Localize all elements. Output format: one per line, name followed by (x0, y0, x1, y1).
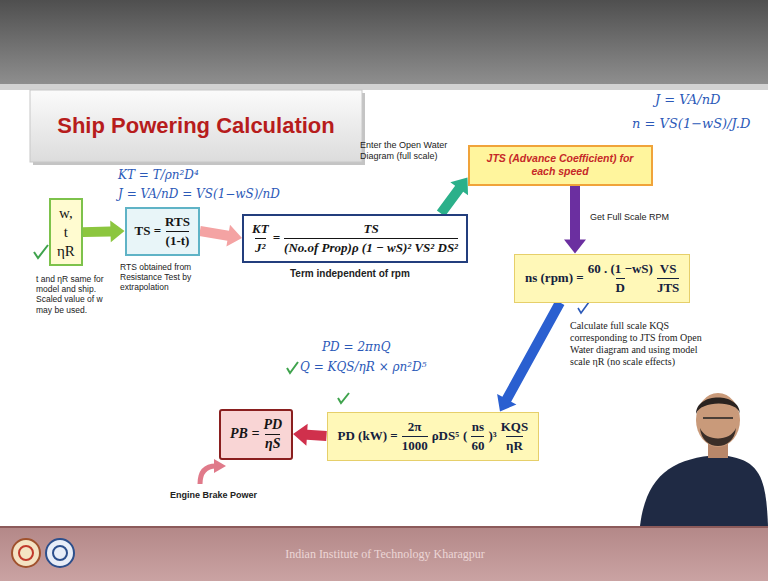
arrow-label: Calculate full scale KQS corresponding t… (570, 320, 705, 368)
node-text: PD (263, 417, 282, 434)
box-caption: Engine Brake Power (170, 490, 257, 500)
formula-box: TS =RTS(1-t) (125, 207, 200, 256)
formula-row: PB =PDηS (230, 417, 282, 452)
fraction: KQSηR (501, 419, 528, 454)
check-mark (578, 302, 589, 313)
fraction: PDηS (263, 417, 282, 452)
handwritten-note: n = VS(1−wS)/J.D (632, 116, 750, 131)
slide-title: Ship Powering Calculation (30, 90, 362, 162)
handwritten-note: J = VA/nD (655, 92, 720, 107)
node-text: ηS (265, 434, 280, 452)
input-box: w, t ηR (49, 198, 83, 266)
node-text: JTS (657, 278, 679, 296)
arrow-label: Enter the Open Water Diagram (full scale… (360, 140, 460, 163)
presenter-shirt (640, 455, 768, 526)
check-mark (34, 245, 48, 258)
handwritten-note: PD = 2πnQ (322, 340, 390, 354)
node-text: PB = (230, 426, 259, 442)
handwritten-note: J = VA/nD = VS(1−wS)/nD (118, 187, 280, 201)
formula-row: ns (rpm) =60 . (1 −wS)DVSJTS (525, 261, 679, 296)
node-text: 2π (408, 419, 422, 436)
formula-row: KTJ²=TS(No.of Prop)ρ (1 − wS)² VS² DS² (252, 221, 458, 256)
flow-arrow (293, 424, 327, 446)
node-text: TS (363, 221, 378, 238)
node-text: ηR (506, 436, 523, 454)
node-text: J² (255, 238, 265, 256)
formula-box: ns (rpm) =60 . (1 −wS)DVSJTS (514, 254, 690, 303)
flow-arrow (83, 220, 125, 242)
check-mark (287, 362, 298, 373)
fraction: RTS(1-t) (165, 214, 190, 249)
institute-logo (46, 539, 74, 567)
node-text: 60 . (1 −wS) (588, 261, 653, 278)
formula-row: PD (kW) =2π1000ρDS⁵(ns60)³KQSηR (338, 419, 529, 454)
logo-ring (53, 546, 67, 560)
node-text: ns (rpm) = (525, 270, 584, 286)
node-text: ( (463, 428, 467, 444)
fraction: TS(No.of Prop)ρ (1 − wS)² VS² DS² (284, 221, 458, 256)
formula-box: KTJ²=TS(No.of Prop)ρ (1 − wS)² VS² DS² (242, 214, 468, 263)
logo-ring (19, 546, 33, 560)
node-text: (1-t) (166, 231, 190, 249)
process-box: JTS (Advance Coefficient) for each speed (468, 145, 653, 186)
footer-rule (0, 526, 768, 528)
node-text: 60 (471, 436, 484, 454)
node-text: KT (252, 221, 269, 238)
fraction: ns60 (471, 419, 484, 454)
box-caption: Term independent of rpm (290, 268, 410, 279)
formula-row: TS =RTS(1-t) (135, 214, 190, 249)
footer-text: Indian Institute of Technology Kharagpur (200, 547, 570, 562)
presenter-beard (700, 428, 736, 446)
banner-edge (0, 84, 768, 90)
handwritten-note: Q = KQS/ηR × ρn²D⁵ (300, 360, 427, 374)
node-text: = (273, 230, 280, 246)
top-banner (0, 0, 768, 84)
fraction: KTJ² (252, 221, 269, 256)
node-text: 1000 (402, 436, 428, 454)
institute-logo (12, 539, 40, 567)
curved-arrow-head (214, 459, 226, 473)
fraction: 60 . (1 −wS)D (588, 261, 653, 296)
title-panel (30, 90, 362, 162)
presenter-hair (696, 398, 740, 415)
arrow-label: Get Full Scale RPM (590, 212, 700, 223)
handwritten-note: KT = T/ρn²D⁴ (118, 168, 199, 182)
flow-arrow (564, 186, 586, 254)
node-text: ρDS⁵ (432, 428, 459, 444)
flow-arrow (199, 225, 242, 247)
check-mark (338, 393, 349, 403)
formula-box: PD (kW) =2π1000ρDS⁵(ns60)³KQSηR (327, 412, 540, 461)
node-text: D (616, 278, 625, 296)
node-text: )³ (488, 428, 496, 444)
node-text: JTS (Advance Coefficient) for each speed (478, 152, 643, 179)
side-note: t and ηR same for model and ship. Scaled… (36, 274, 116, 315)
fraction: VSJTS (657, 261, 679, 296)
fraction: 2π1000 (402, 419, 428, 454)
flow-arrow (437, 178, 468, 217)
result-box: PB =PDηS (219, 409, 293, 460)
node-text: w, t ηR (57, 204, 75, 260)
footer-band (0, 528, 768, 581)
node-text: ns (472, 419, 484, 436)
formula-row: w, t ηR (57, 204, 75, 260)
flow-arrow (497, 300, 564, 411)
formula-row: JTS (Advance Coefficient) for each speed (478, 152, 643, 179)
node-text: PD (kW) = (338, 428, 398, 444)
node-text: TS = (135, 223, 162, 239)
node-text: KQS (501, 419, 528, 436)
side-note: RTS obtained from Resistance Test by ext… (120, 262, 220, 293)
curved-arrow (200, 466, 216, 484)
presenter-glasses (703, 417, 733, 419)
node-text: (No.of Prop)ρ (1 − wS)² VS² DS² (284, 238, 458, 256)
node-text: RTS (165, 214, 190, 231)
node-text: VS (660, 261, 677, 278)
presenter-head (696, 393, 740, 447)
